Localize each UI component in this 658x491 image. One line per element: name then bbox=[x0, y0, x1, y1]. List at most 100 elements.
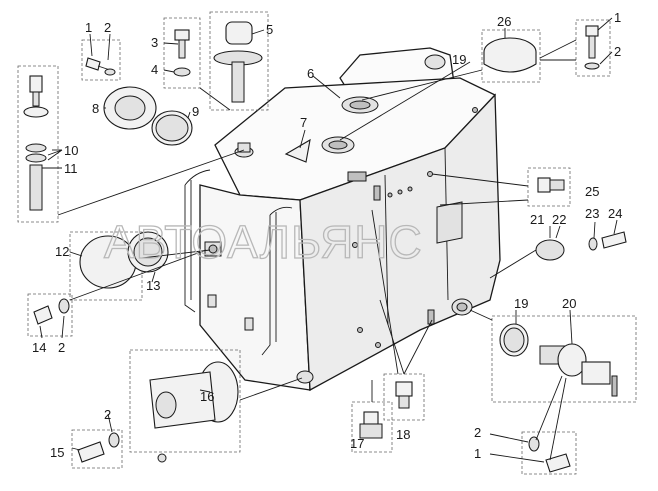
detail-box-1-2b bbox=[575, 19, 611, 77]
leader bbox=[299, 129, 306, 149]
bolt-dot bbox=[407, 186, 413, 192]
plug-17-thread bbox=[363, 411, 379, 425]
callout-18: 18 bbox=[396, 427, 410, 442]
fuel-tank-body bbox=[184, 47, 565, 392]
leader bbox=[361, 69, 483, 101]
o-ring-9-inner bbox=[155, 114, 189, 142]
callout-labels: 1 2 3 4 5 26 1 2 6 19 8 9 7 10 11 25 21 … bbox=[32, 10, 622, 461]
leader bbox=[312, 75, 341, 99]
valve-20-lever bbox=[611, 375, 618, 397]
callout-2e: 2 bbox=[474, 425, 481, 440]
dipstick-neck bbox=[32, 91, 40, 107]
detail-bolt-14 bbox=[27, 293, 73, 337]
tank-panel-line bbox=[384, 174, 389, 326]
detail-box-18 bbox=[383, 373, 425, 421]
washer-2c bbox=[58, 298, 70, 314]
washer-4 bbox=[173, 67, 191, 77]
callout-20: 20 bbox=[562, 296, 576, 311]
front-slot-2 bbox=[244, 317, 254, 331]
leader bbox=[57, 149, 245, 216]
leader bbox=[613, 219, 618, 235]
detail-bolt-23-24 bbox=[588, 231, 627, 251]
o-ring-19-inner bbox=[503, 327, 525, 353]
detail-dipstick bbox=[17, 65, 59, 223]
gasket-13-inner bbox=[133, 237, 163, 267]
callout-2b: 2 bbox=[614, 44, 621, 59]
bolt-1c bbox=[545, 453, 571, 473]
leader bbox=[163, 69, 175, 73]
washer-2b bbox=[584, 62, 600, 70]
bolt-14-head bbox=[33, 305, 53, 325]
tank-side-face bbox=[299, 93, 501, 392]
washer-2e bbox=[528, 436, 540, 452]
callout-15: 15 bbox=[50, 445, 64, 460]
detail-box-15 bbox=[71, 429, 123, 469]
leader bbox=[251, 29, 265, 35]
callout-24: 24 bbox=[608, 206, 622, 221]
detail-cover-12-13 bbox=[69, 231, 169, 301]
callout-14: 14 bbox=[32, 340, 46, 355]
strainer-11 bbox=[29, 164, 43, 211]
top-slot bbox=[347, 171, 367, 182]
bolt-dot bbox=[387, 192, 393, 198]
dipstick-cap bbox=[23, 106, 49, 118]
detail-box-10-11 bbox=[17, 65, 59, 223]
leader bbox=[39, 325, 43, 339]
washer-23 bbox=[588, 237, 598, 251]
filler-neck-inner bbox=[349, 100, 371, 110]
detail-box-20 bbox=[491, 315, 637, 403]
detail-bracket-bolts bbox=[575, 19, 611, 77]
leader-lines bbox=[39, 17, 618, 463]
callout-22: 22 bbox=[552, 212, 566, 227]
callout-23: 23 bbox=[585, 206, 599, 221]
outlet-fitting-inner bbox=[456, 302, 468, 312]
side-slot-1 bbox=[373, 185, 381, 201]
valve-20-housing bbox=[581, 361, 611, 385]
callout-17: 17 bbox=[350, 436, 364, 451]
detail-sensor bbox=[163, 11, 269, 111]
leader bbox=[71, 447, 81, 451]
side-slot-2 bbox=[427, 309, 435, 325]
handle-rail-top-2 bbox=[269, 206, 293, 216]
callout-12: 12 bbox=[55, 244, 69, 259]
callout-5: 5 bbox=[266, 22, 273, 37]
front-flange-hole bbox=[208, 244, 218, 254]
callout-21: 21 bbox=[530, 212, 544, 227]
detail-box-16 bbox=[129, 349, 241, 453]
bolt-dot bbox=[472, 107, 478, 113]
plug-17-head bbox=[359, 423, 383, 439]
detail-box-14 bbox=[27, 293, 73, 337]
bolt-dot bbox=[352, 242, 358, 248]
leader bbox=[371, 209, 399, 375]
callout-16: 16 bbox=[200, 389, 214, 404]
leader bbox=[599, 51, 613, 65]
leader bbox=[61, 315, 65, 339]
plug-18-thread bbox=[398, 395, 410, 409]
detail-filter-16 bbox=[129, 349, 241, 463]
bolt-1b-shank bbox=[588, 35, 596, 59]
bolt-dot bbox=[397, 189, 403, 195]
sensor-5-probe bbox=[231, 61, 245, 103]
detail-bolt-15 bbox=[71, 429, 123, 469]
sensor-opening-inner bbox=[328, 140, 348, 150]
leader bbox=[107, 413, 113, 433]
o-ring-10a bbox=[25, 143, 47, 153]
callout-2c: 2 bbox=[58, 340, 65, 355]
clamp-7 bbox=[284, 138, 311, 163]
detail-plugs-17-18 bbox=[351, 373, 425, 453]
leader bbox=[107, 33, 111, 61]
callout-2d: 2 bbox=[104, 407, 111, 422]
leader bbox=[539, 39, 577, 59]
leader bbox=[141, 249, 211, 259]
callout-2: 2 bbox=[104, 20, 111, 35]
bolt-3-head bbox=[174, 29, 190, 41]
bolt-3-shank bbox=[178, 39, 186, 59]
leader bbox=[339, 61, 471, 141]
detail-box-17 bbox=[351, 401, 393, 453]
bolt-dot bbox=[357, 327, 363, 333]
callout-7: 7 bbox=[300, 115, 307, 130]
bolt-15 bbox=[77, 441, 105, 463]
bolt-24 bbox=[601, 231, 627, 249]
handle-rail-left bbox=[184, 185, 196, 313]
